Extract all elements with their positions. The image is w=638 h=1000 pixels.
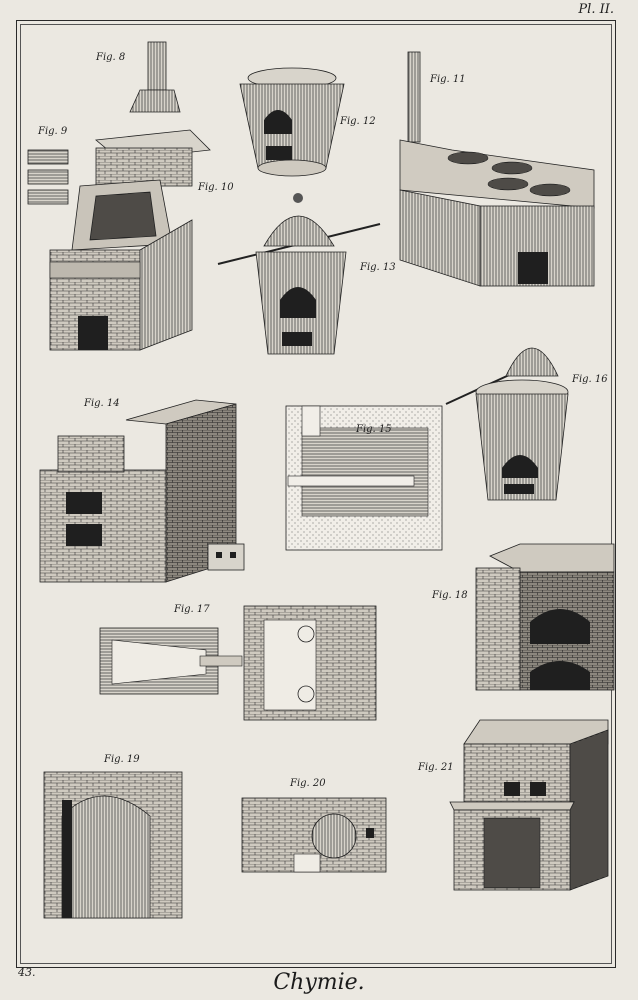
fig15-label: Fig. 15 (356, 424, 392, 435)
fig9-label: Fig. 9 (38, 126, 68, 137)
fig16-stove (445, 347, 569, 501)
fig9-bricks (27, 149, 69, 205)
fig8-chimney (129, 41, 181, 113)
fig18-oven (475, 543, 615, 691)
fig14-label: Fig. 14 (84, 398, 120, 409)
plate-border-outer (16, 20, 616, 968)
fig11-furnace (399, 51, 595, 287)
fig12-label: Fig. 12 (340, 116, 376, 127)
fig10-label: Fig. 10 (198, 182, 234, 193)
fig20-label: Fig. 20 (290, 778, 326, 789)
fig14-furnace (39, 399, 245, 583)
plate-number: Pl. II. (578, 2, 614, 17)
fig18-label: Fig. 18 (432, 590, 468, 601)
fig11-label: Fig. 11 (430, 74, 466, 85)
plate-title: Chymie. (273, 970, 365, 995)
fig21-furnace (449, 719, 609, 891)
fig21-label: Fig. 21 (418, 762, 454, 773)
fig12-stove (239, 67, 345, 177)
fig15-section (285, 405, 443, 551)
fig13-label: Fig. 13 (360, 262, 396, 273)
fig16-label: Fig. 16 (572, 374, 608, 385)
fig10-furnace (49, 129, 211, 351)
fig17-plan (99, 605, 377, 721)
fig20-plan (241, 797, 387, 873)
fig8-label: Fig. 8 (96, 52, 126, 63)
fig17-label: Fig. 17 (174, 604, 210, 615)
fig19-section (43, 771, 183, 919)
page-number: 43. (18, 966, 36, 979)
fig19-label: Fig. 19 (104, 754, 140, 765)
fig13-stove (217, 193, 381, 355)
plate-border-inner (20, 24, 612, 964)
